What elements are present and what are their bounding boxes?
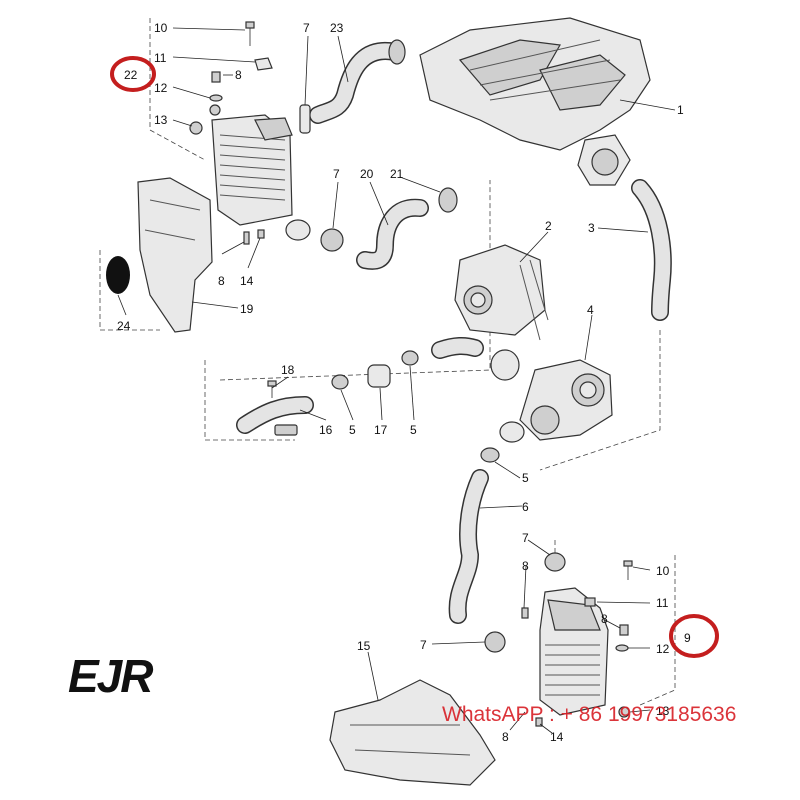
hose-20 <box>320 187 458 270</box>
leader-lines <box>117 27 676 734</box>
callout-13-top: 13 <box>154 113 168 127</box>
callout-2: 2 <box>545 219 552 233</box>
intercooler-upper <box>189 104 311 245</box>
callout-15: 15 <box>357 639 371 653</box>
callout-7-top: 7 <box>303 21 310 35</box>
callout-7-bottom: 7 <box>420 638 427 652</box>
callout-19: 19 <box>240 302 254 316</box>
hose-3 <box>631 179 672 321</box>
callout-12-top: 12 <box>154 81 168 95</box>
throttle-housing-2 <box>454 244 549 381</box>
callout-1: 1 <box>677 103 684 117</box>
hose-23 <box>299 39 406 134</box>
callout-22: 22 <box>124 68 138 82</box>
assembly-dashed-lines <box>99 18 676 706</box>
heat-shield-19 <box>137 177 213 333</box>
callout-14-bottom: 14 <box>550 730 564 744</box>
callout-10-lower: 10 <box>656 564 670 578</box>
hose-6 <box>448 447 566 653</box>
whatsapp-watermark: WhatsAPP : + 86 19973185636 <box>442 703 736 726</box>
callout-8-lower-a: 8 <box>522 559 529 573</box>
callout-12-lower: 12 <box>656 642 670 656</box>
callout-20: 20 <box>360 167 374 181</box>
callout-10-top: 10 <box>154 21 168 35</box>
pipe-16-assembly <box>236 336 484 436</box>
brand-logo: EJR <box>68 650 155 702</box>
callout-23: 23 <box>330 21 344 35</box>
callout-4: 4 <box>587 303 594 317</box>
callout-6: 6 <box>522 500 529 514</box>
callout-18: 18 <box>281 363 295 377</box>
callout-8-lower-b: 8 <box>601 612 608 626</box>
callout-21: 21 <box>390 167 404 181</box>
callout-8-left: 8 <box>218 274 225 288</box>
callout-14-left: 14 <box>240 274 254 288</box>
callout-5-b: 5 <box>410 423 417 437</box>
heat-shield-15 <box>329 679 496 786</box>
callout-7-lower: 7 <box>522 531 529 545</box>
highlight-circles <box>110 56 719 658</box>
upper-hardware <box>209 21 273 102</box>
callout-8-bottom: 8 <box>502 730 509 744</box>
callout-5-c: 5 <box>522 471 529 485</box>
highlight-circle-9 <box>669 614 719 658</box>
intercooler-lower <box>521 560 633 727</box>
callout-labels: 10 11 22 8 12 13 7 23 1 7 20 21 2 3 8 14… <box>117 21 691 744</box>
callout-5-a: 5 <box>349 423 356 437</box>
callout-11-top: 11 <box>154 51 167 65</box>
callout-7-mid: 7 <box>333 167 340 181</box>
highlight-circle-22 <box>110 56 156 92</box>
callout-16: 16 <box>319 423 333 437</box>
callout-8-top: 8 <box>235 68 242 82</box>
intake-manifold <box>419 17 651 186</box>
callout-3: 3 <box>588 221 595 235</box>
callout-11-lower: 11 <box>656 596 669 610</box>
callout-24: 24 <box>117 319 131 333</box>
callout-13-lower: 13 <box>656 704 670 718</box>
callout-9: 9 <box>684 631 691 645</box>
callout-17: 17 <box>374 423 388 437</box>
grommet-24 <box>106 256 130 294</box>
logo-text: EJR <box>68 650 153 702</box>
turbocharger-4 <box>499 359 613 443</box>
